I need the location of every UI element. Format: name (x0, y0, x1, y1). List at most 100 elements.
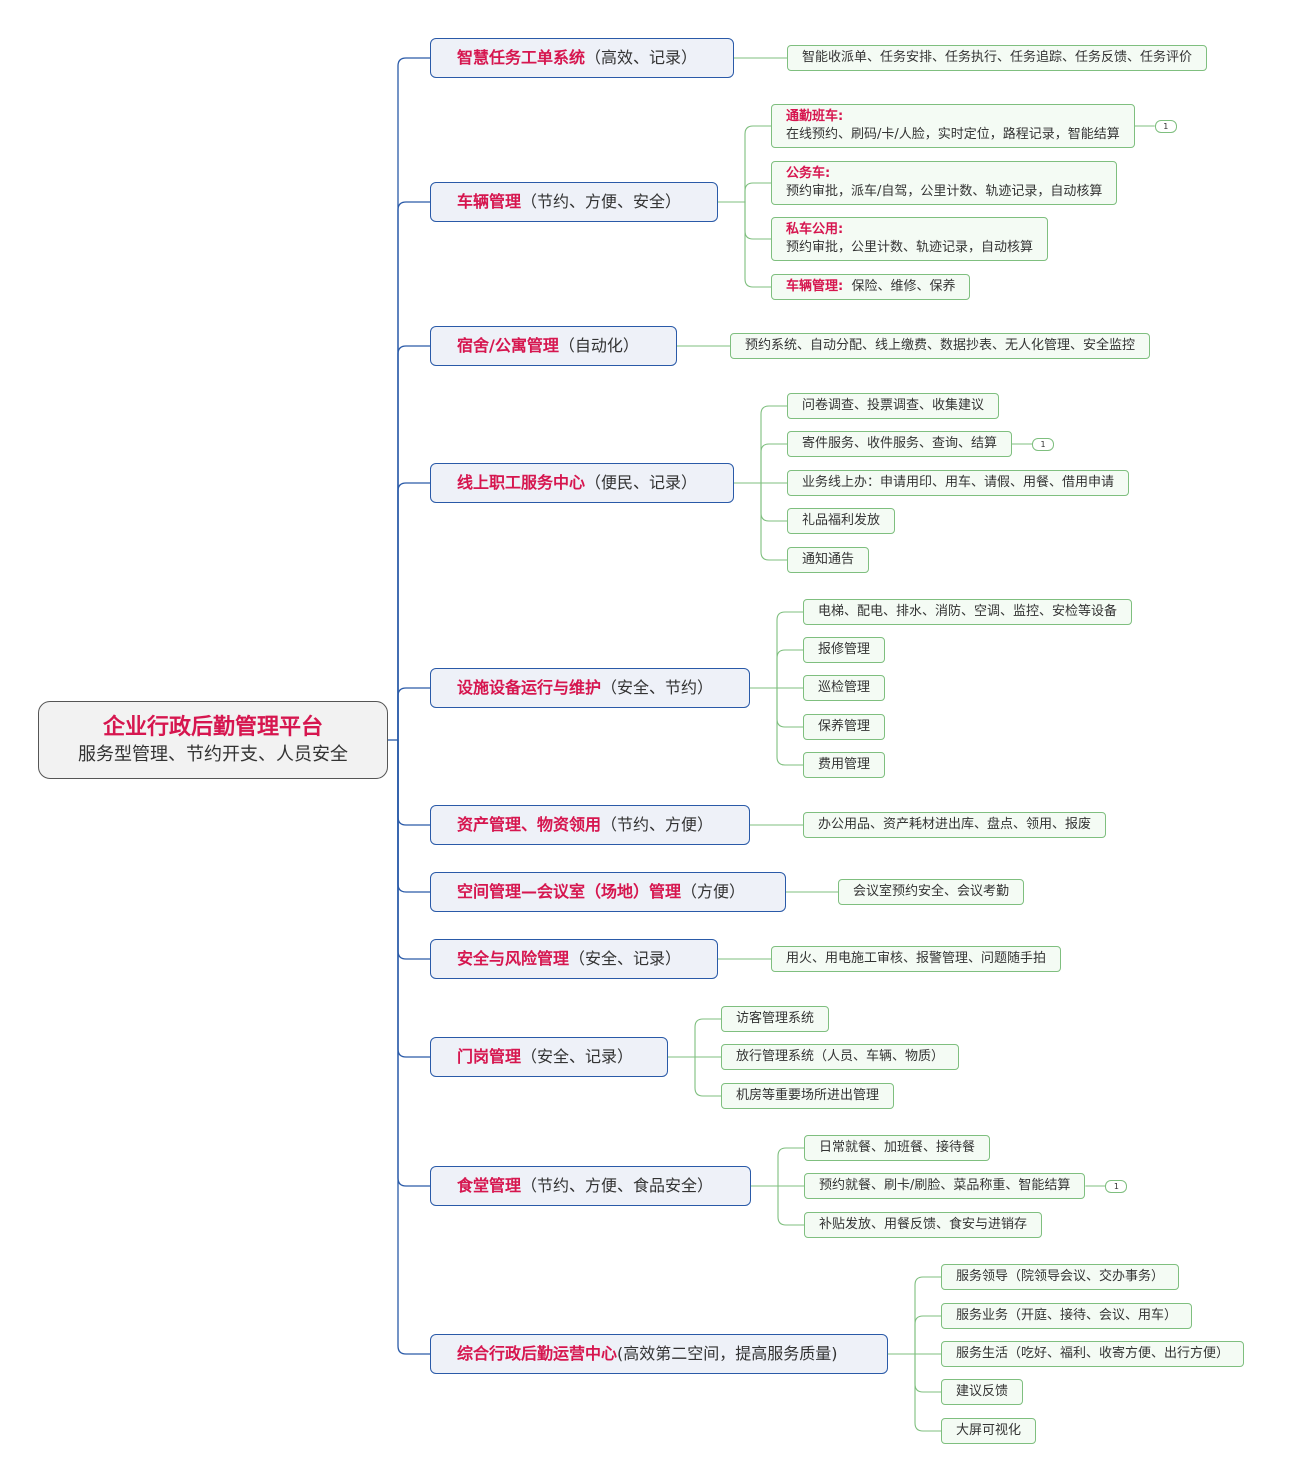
branch-note: （安全、节约） (601, 678, 714, 697)
leaf-node[interactable]: 公务车: 预约审批，派车/自驾，公里计数、轨迹记录，自动核算 (771, 161, 1118, 205)
leaf-node[interactable]: 服务业务（开庭、接待、会议、用车） (941, 1303, 1193, 1329)
leaf-text: 预约审批，公里计数、轨迹记录，自动核算 (786, 240, 1034, 255)
leaf-text: 在线预约、刷码/卡/人脸，实时定位，路程记录，智能结算 (786, 127, 1120, 142)
leaf-node[interactable]: 电梯、配电、排水、消防、空调、监控、安检等设备 (803, 599, 1133, 625)
leaf-title: 通勤班车: (786, 109, 844, 124)
leaf-text: 日常就餐、加班餐、接待餐 (819, 1140, 976, 1155)
branch-node[interactable]: 车辆管理（节约、方便、安全） (430, 182, 718, 222)
branch-node[interactable]: 智慧任务工单系统（高效、记录） (430, 38, 734, 78)
leaf-node[interactable]: 智能收派单、任务安排、任务执行、任务追踪、任务反馈、任务评价 (787, 45, 1208, 71)
branch-title: 空间管理—会议室（场地）管理 (457, 882, 682, 901)
leaf-text: 机房等重要场所进出管理 (736, 1088, 880, 1103)
branch-note: （节约、方便） (601, 815, 714, 834)
leaf-text: 保养管理 (818, 719, 871, 734)
leaf-node[interactable]: 大屏可视化 (941, 1418, 1037, 1444)
leaf-text: 预约就餐、刷卡/刷脸、菜品称重、智能结算 (819, 1178, 1071, 1193)
leaf-text: 服务业务（开庭、接待、会议、用车） (956, 1308, 1178, 1323)
leaf-node[interactable]: 用火、用电施工审核、报警管理、问题随手拍 (771, 946, 1062, 972)
leaf-node[interactable]: 报修管理 (803, 637, 886, 663)
branch-title: 设施设备运行与维护 (457, 678, 602, 697)
leaf-text: 服务生活（吃好、福利、收寄方便、出行方便） (956, 1346, 1230, 1361)
branch-node[interactable]: 食堂管理（节约、方便、食品安全） (430, 1166, 751, 1206)
branch-title: 门岗管理 (457, 1047, 522, 1066)
collapsed-count-badge[interactable]: 1 (1032, 438, 1055, 451)
leaf-node[interactable]: 通知通告 (787, 547, 870, 573)
leaf-node[interactable]: 礼品福利发放 (787, 508, 896, 534)
leaf-text: 访客管理系统 (736, 1011, 815, 1026)
branch-title: 线上职工服务中心 (457, 473, 586, 492)
leaf-node[interactable]: 巡检管理 (803, 675, 886, 701)
leaf-node[interactable]: 建议反馈 (941, 1379, 1024, 1405)
leaf-text: 用火、用电施工审核、报警管理、问题随手拍 (786, 951, 1047, 966)
leaf-node[interactable]: 服务生活（吃好、福利、收寄方便、出行方便） (941, 1341, 1245, 1367)
branch-note: (高效第二空间，提高服务质量) (617, 1344, 838, 1363)
leaf-text: 巡检管理 (818, 680, 871, 695)
branch-title: 资产管理、物资领用 (457, 815, 602, 834)
root-subtitle: 服务型管理、节约开支、人员安全 (78, 744, 348, 765)
leaf-title: 私车公用: (786, 222, 844, 237)
leaf-node[interactable]: 通勤班车: 在线预约、刷码/卡/人脸，实时定位，路程记录，智能结算 (771, 104, 1135, 148)
leaf-node[interactable]: 放行管理系统（人员、车辆、物质） (721, 1044, 960, 1070)
leaf-text: 智能收派单、任务安排、任务执行、任务追踪、任务反馈、任务评价 (802, 50, 1193, 65)
leaf-node[interactable]: 业务线上办：申请用印、用车、请假、用餐、借用申请 (787, 470, 1130, 496)
collapsed-count-badge[interactable]: 1 (1105, 1180, 1128, 1193)
leaf-title: 公务车: (786, 166, 831, 181)
branch-node[interactable]: 综合行政后勤运营中心(高效第二空间，提高服务质量) (430, 1334, 888, 1374)
leaf-node[interactable]: 日常就餐、加班餐、接待餐 (804, 1135, 991, 1161)
branch-note: （安全、记录） (521, 1047, 634, 1066)
branch-node[interactable]: 线上职工服务中心（便民、记录） (430, 463, 734, 503)
branch-title: 综合行政后勤运营中心 (457, 1344, 618, 1363)
branch-title: 智慧任务工单系统 (457, 48, 586, 67)
leaf-node[interactable]: 机房等重要场所进出管理 (721, 1083, 895, 1109)
branch-node[interactable]: 宿舍/公寓管理（自动化） (430, 326, 677, 366)
branch-node[interactable]: 安全与风险管理（安全、记录） (430, 939, 718, 979)
leaf-text: 费用管理 (818, 757, 871, 772)
leaf-node[interactable]: 补贴发放、用餐反馈、食安与进销存 (804, 1212, 1043, 1238)
branch-note: （节约、方便、安全） (521, 192, 682, 211)
leaf-node[interactable]: 私车公用: 预约审批，公里计数、轨迹记录，自动核算 (771, 217, 1049, 261)
leaf-node[interactable]: 预约就餐、刷卡/刷脸、菜品称重、智能结算 (804, 1173, 1086, 1199)
leaf-text: 放行管理系统（人员、车辆、物质） (736, 1049, 945, 1064)
leaf-node[interactable]: 访客管理系统 (721, 1006, 830, 1032)
branch-note: （方便） (681, 882, 746, 901)
leaf-text: 补贴发放、用餐反馈、食安与进销存 (819, 1217, 1028, 1232)
leaf-node[interactable]: 费用管理 (803, 752, 886, 778)
collapsed-count-badge[interactable]: 1 (1154, 120, 1177, 133)
leaf-node[interactable]: 车辆管理: 保险、维修、保养 (771, 274, 971, 300)
leaf-node[interactable]: 问卷调查、投票调查、收集建议 (787, 393, 1000, 419)
branch-node[interactable]: 设施设备运行与维护（安全、节约） (430, 668, 750, 708)
leaf-text: 预约审批，派车/自驾，公里计数、轨迹记录，自动核算 (786, 184, 1103, 199)
branch-node[interactable]: 门岗管理（安全、记录） (430, 1037, 668, 1077)
leaf-text: 电梯、配电、排水、消防、空调、监控、安检等设备 (818, 604, 1118, 619)
leaf-text: 礼品福利发放 (802, 513, 881, 528)
branch-title: 安全与风险管理 (457, 949, 570, 968)
leaf-node[interactable]: 预约系统、自动分配、线上缴费、数据抄表、无人化管理、安全监控 (730, 333, 1151, 359)
root-node[interactable]: 企业行政后勤管理平台 服务型管理、节约开支、人员安全 (38, 701, 388, 779)
branch-title: 车辆管理 (457, 192, 522, 211)
branch-note: （节约、方便、食品安全） (521, 1176, 714, 1195)
leaf-node[interactable]: 办公用品、资产耗材进出库、盘点、领用、报废 (803, 812, 1107, 838)
leaf-node[interactable]: 寄件服务、收件服务、查询、结算 (787, 431, 1013, 457)
leaf-text: 寄件服务、收件服务、查询、结算 (802, 436, 998, 451)
leaf-text: 预约系统、自动分配、线上缴费、数据抄表、无人化管理、安全监控 (745, 338, 1136, 353)
branch-note: （安全、记录） (569, 949, 682, 968)
root-title: 企业行政后勤管理平台 (102, 715, 323, 740)
branch-note: （高效、记录） (585, 48, 698, 67)
branch-node[interactable]: 资产管理、物资领用（节约、方便） (430, 805, 750, 845)
leaf-text: 保险、维修、保养 (851, 279, 956, 294)
leaf-text: 会议室预约安全、会议考勤 (853, 884, 1010, 899)
leaf-node[interactable]: 保养管理 (803, 714, 886, 740)
branch-node[interactable]: 空间管理—会议室（场地）管理（方便） (430, 872, 786, 912)
leaf-text: 建议反馈 (956, 1384, 1009, 1399)
leaf-node[interactable]: 会议室预约安全、会议考勤 (838, 879, 1025, 905)
branch-title: 食堂管理 (457, 1176, 522, 1195)
leaf-text: 服务领导（院领导会议、交办事务） (956, 1269, 1165, 1284)
branch-note: （自动化） (558, 336, 639, 355)
leaf-node[interactable]: 服务领导（院领导会议、交办事务） (941, 1264, 1180, 1290)
leaf-text: 问卷调查、投票调查、收集建议 (802, 398, 985, 413)
leaf-title: 车辆管理: (786, 279, 844, 294)
leaf-text: 业务线上办：申请用印、用车、请假、用餐、借用申请 (802, 475, 1115, 490)
leaf-text: 通知通告 (802, 552, 855, 567)
